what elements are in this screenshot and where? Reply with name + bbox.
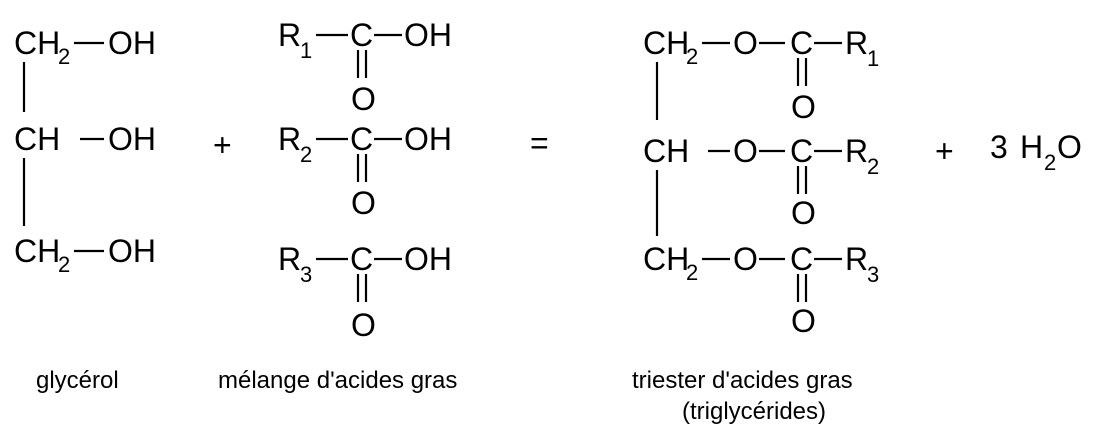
glycerol-row1-oh: OH [108,25,156,61]
acid2-oh: OH [404,121,452,157]
glycerol-row3-oh: OH [108,233,156,269]
triester-row1-group: CH [643,25,689,61]
acid2-oxygen: O [351,185,376,221]
acid3-r: R [278,241,301,277]
triester-row1-o: O [733,25,758,61]
glycerol-row2-oh: OH [108,121,156,157]
triester-row2-r-subscript: 2 [867,154,879,179]
glycerol: CH 2 OH CH OH CH 2 OH glycérol [14,25,156,394]
triester-row3-r: R [845,241,868,277]
acid3-oh: OH [404,241,452,277]
acid3-carbon: C [350,241,373,277]
triester-row3-o: O [733,241,758,277]
glycerol-row1-group: CH [14,25,60,61]
acid1-oxygen: O [351,81,376,117]
water: 3 H 2 O [990,129,1082,175]
acid1-r: R [278,17,301,53]
acid1-r-subscript: 1 [300,38,312,63]
plus-sign-1: + [213,127,232,163]
triester-row2-carbon: C [790,133,813,169]
acid2-r: R [278,121,301,157]
triester-row3-subscript: 2 [686,260,698,285]
equals-sign: = [530,125,549,161]
triester-row2-r: R [845,133,868,169]
triester-caption-line2: (triglycérides) [682,398,826,425]
triester-caption-line1: triester d'acides gras [632,367,853,394]
glycerol-row1-subscript: 2 [58,44,70,69]
glycerol-row2-group: CH [14,121,60,157]
triester: CH 2 O C R 1 O CH O C R 2 O CH 2 O C [632,25,879,425]
fatty-acids: R 1 C OH O R 2 C OH O R 3 C OH O mélange… [218,17,457,394]
triester-row3-group: CH [643,241,689,277]
acid1-oh: OH [404,17,452,53]
acids-caption: mélange d'acides gras [218,367,457,394]
triester-row2-group: CH [643,133,689,169]
glycerol-caption: glycérol [36,367,119,394]
triester-row2-o: O [733,133,758,169]
triester-row3-r-subscript: 3 [867,262,879,287]
plus-sign-2: + [935,133,954,169]
triester-row1-subscript: 2 [686,44,698,69]
triester-row3-carbon: C [790,241,813,277]
water-coefficient: 3 [990,129,1008,165]
acid2-r-subscript: 2 [300,142,312,167]
acid2-carbon: C [350,121,373,157]
water-subscript: 2 [1044,150,1056,175]
glycerol-row3-subscript: 2 [58,252,70,277]
triester-row2-oxygen: O [791,195,816,231]
glycerol-row3-group: CH [14,233,60,269]
triester-row1-carbon: C [790,25,813,61]
triester-row1-oxygen: O [791,89,816,125]
acid3-oxygen: O [351,307,376,343]
water-oxygen: O [1057,129,1082,165]
triester-row3-oxygen: O [791,303,816,339]
triester-row1-r-subscript: 1 [867,46,879,71]
water-hydrogen: H [1020,129,1043,165]
acid3-r-subscript: 3 [300,262,312,287]
triester-row1-r: R [845,25,868,61]
acid1-carbon: C [350,17,373,53]
